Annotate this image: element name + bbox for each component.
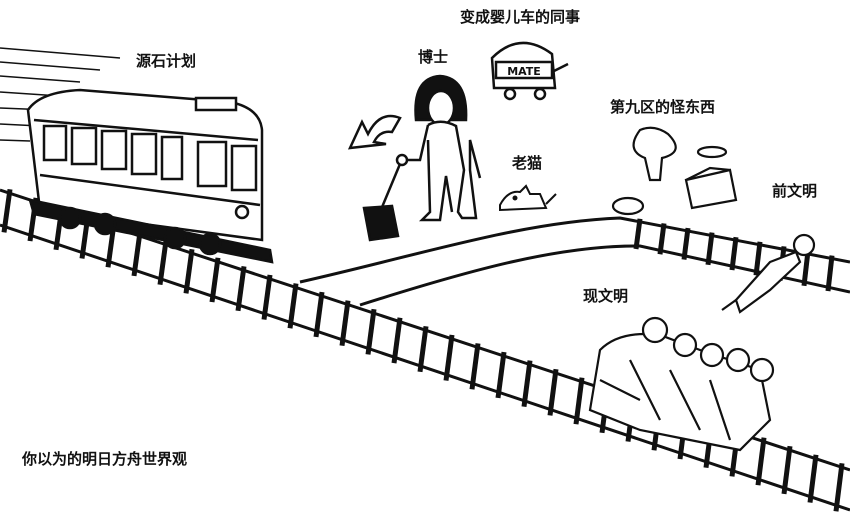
rail-tie [681, 227, 691, 260]
rail-tie [443, 334, 455, 381]
old-cat-icon [499, 184, 557, 212]
rail-tie [261, 274, 273, 320]
rail-tie [391, 317, 403, 364]
district-nine-objects [611, 126, 738, 216]
stroller-icon: MATE [490, 41, 569, 101]
rail-tie [235, 266, 247, 312]
label-old-cat: 老猫 [512, 154, 543, 172]
rail-tie [287, 283, 299, 329]
trolley [26, 88, 274, 264]
rail-tie [183, 248, 195, 294]
rail-tie [573, 377, 585, 425]
rail-tie [833, 463, 845, 512]
rail-tie [729, 236, 739, 271]
rail-tie [657, 223, 667, 255]
rail-tie [807, 454, 819, 503]
rail-tie [825, 255, 835, 292]
doctor-figure [362, 74, 482, 242]
rail-tie [547, 368, 559, 416]
rail-tie [801, 250, 811, 287]
rail-tie [521, 360, 533, 408]
rail-tie [753, 241, 763, 276]
rail-tie [339, 300, 351, 347]
rail-tie [157, 240, 169, 285]
rail-tie [1, 188, 13, 233]
label-current-civilization: 现文明 [583, 287, 629, 305]
rail-tie [781, 445, 793, 495]
rail-tie [633, 218, 643, 250]
label-doctor: 博士 [418, 48, 449, 66]
motion-lines [0, 47, 121, 142]
pre-civilization-figure [721, 233, 816, 314]
rail-tie [469, 343, 481, 390]
label-district-nine-monsters: 第九区的怪东西 [610, 98, 716, 116]
rail-tie [755, 437, 767, 486]
rail-tie [495, 351, 507, 399]
caption: 你以为的明日方舟世界观 [22, 450, 188, 468]
rail-tie [131, 231, 143, 277]
switch-arrow-icon [347, 114, 402, 150]
rail-tie [417, 326, 429, 373]
rail-tie [209, 257, 221, 303]
stroller-sign: MATE [507, 65, 541, 78]
label-source-stone-plan: 源石计划 [136, 52, 197, 70]
rail-tie [705, 232, 715, 266]
rail-tie [365, 308, 377, 355]
label-pre-civilization: 前文明 [772, 182, 818, 200]
current-civilization-group [588, 316, 775, 452]
rail-tie [313, 291, 325, 338]
label-stroller-colleague: 变成婴儿车的同事 [460, 8, 581, 26]
